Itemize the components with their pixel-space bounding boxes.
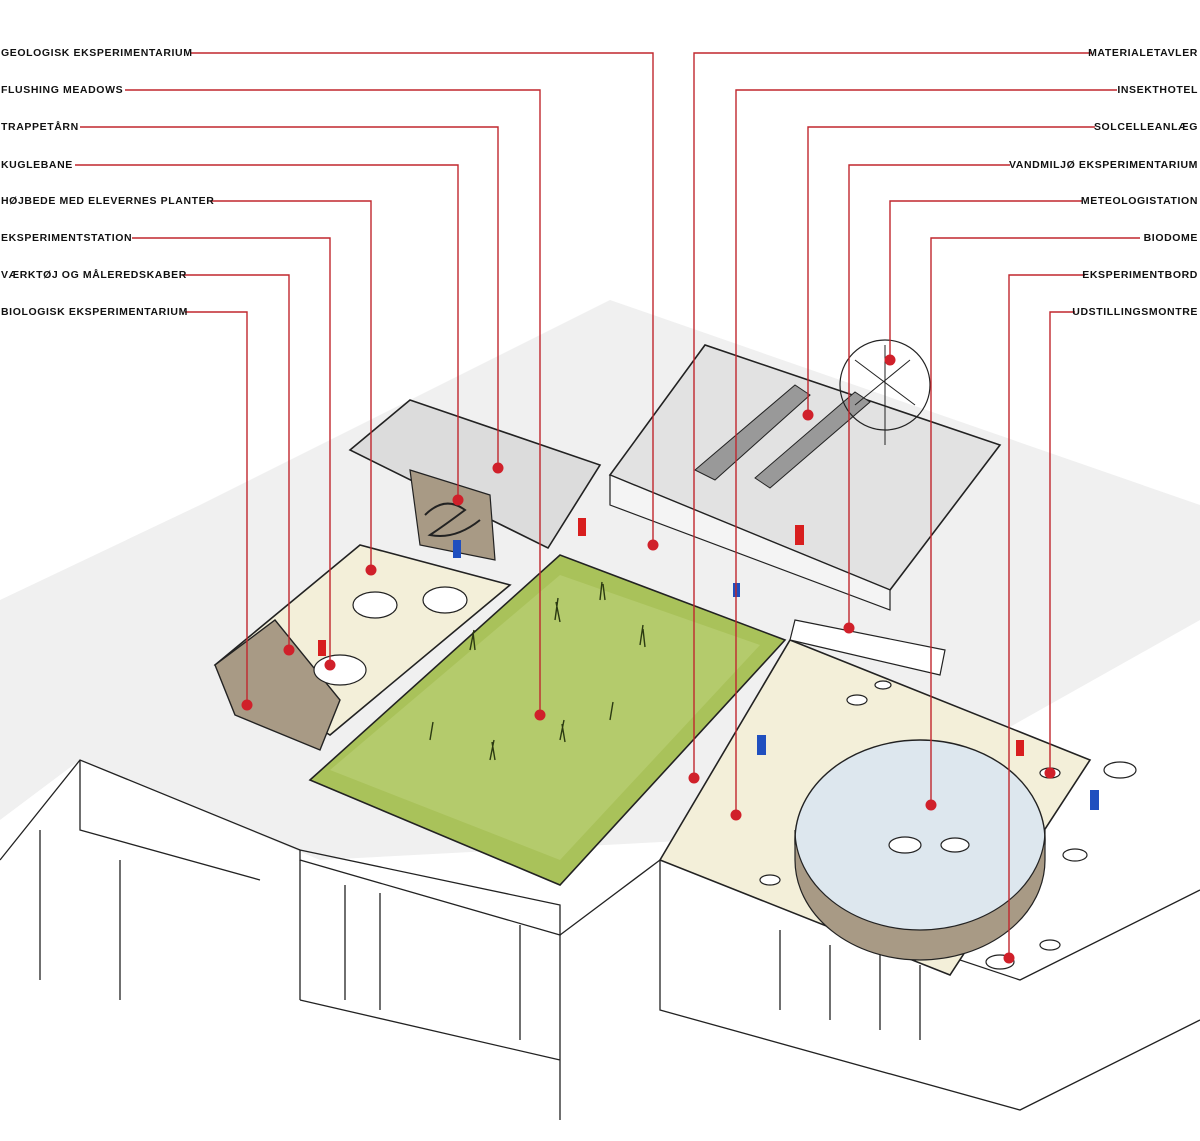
leader-line-right-5: [889, 200, 1082, 360]
label-right-2: INSEKTHOTEL: [1117, 84, 1198, 96]
marker-dot-left-5: [365, 564, 377, 576]
marker-dot-left-8: [241, 699, 253, 711]
label-left-8: BIOLOGISK EKSPERIMENTARIUM: [1, 306, 188, 318]
leader-line-left-8: [185, 311, 248, 705]
leader-line-right-3: [807, 126, 1095, 415]
label-left-4: KUGLEBANE: [1, 159, 73, 171]
marker-dot-left-4: [452, 494, 464, 506]
marker-dot-right-7: [1003, 952, 1015, 964]
marker-dot-right-5: [884, 354, 896, 366]
marker-dot-right-6: [925, 799, 937, 811]
marker-dot-right-4: [843, 622, 855, 634]
label-left-5: HØJBEDE MED ELEVERNES PLANTER: [1, 195, 215, 207]
label-right-4: VANDMILJØ EKSPERIMENTARIUM: [1008, 159, 1198, 171]
marker-dot-left-6: [324, 659, 336, 671]
leader-line-left-1: [190, 52, 654, 545]
label-right-8: UDSTILLINGSMONTRE: [1072, 306, 1198, 318]
right-deck: [658, 619, 1137, 976]
leader-line-right-8: [1049, 311, 1075, 773]
leader-line-right-7: [1008, 274, 1085, 958]
marker-dot-right-8: [1044, 767, 1056, 779]
label-right-7: EKSPERIMENTBORD: [1082, 269, 1198, 281]
marker-dot-left-3: [492, 462, 504, 474]
label-left-1: GEOLOGISK EKSPERIMENTARIUM: [1, 47, 193, 59]
leader-line-left-4: [75, 164, 459, 500]
label-right-3: SOLCELLEANLÆG: [1093, 121, 1198, 133]
label-left-6: EKSPERIMENTSTATION: [1, 232, 133, 244]
left-deck: [213, 544, 512, 751]
leader-lines: [75, 52, 1140, 958]
label-right-1: MATERIALETAVLER: [1088, 47, 1198, 59]
label-right-5: METEOLOGISTATION: [1080, 195, 1198, 207]
marker-dot-right-3: [802, 409, 814, 421]
label-left-2: FLUSHING MEADOWS: [1, 84, 124, 96]
upper-building: [608, 339, 1002, 611]
leader-line-left-6: [132, 237, 331, 665]
lawn-area: [308, 554, 787, 886]
leader-line-left-3: [80, 126, 499, 468]
leader-line-right-6: [930, 237, 1140, 805]
leader-line-right-4: [848, 164, 1010, 628]
marker-dot-right-1: [688, 772, 700, 784]
marker-dots: [241, 354, 1056, 964]
marker-dot-left-7: [283, 644, 295, 656]
stair-tower: [348, 399, 602, 561]
label-left-7: VÆRKTØJ OG MÅLEREDSKABER: [1, 269, 187, 281]
leader-line-right-1: [693, 52, 1092, 778]
leader-line-left-5: [210, 200, 372, 570]
label-left-3: TRAPPETÅRN: [1, 121, 79, 133]
leader-line-left-7: [182, 274, 290, 650]
label-right-6: BIODOME: [1143, 232, 1198, 244]
leader-line-right-2: [735, 89, 1117, 815]
marker-dot-left-1: [647, 539, 659, 551]
marker-dot-right-2: [730, 809, 742, 821]
marker-dot-left-2: [534, 709, 546, 721]
leader-line-left-2: [125, 89, 541, 715]
